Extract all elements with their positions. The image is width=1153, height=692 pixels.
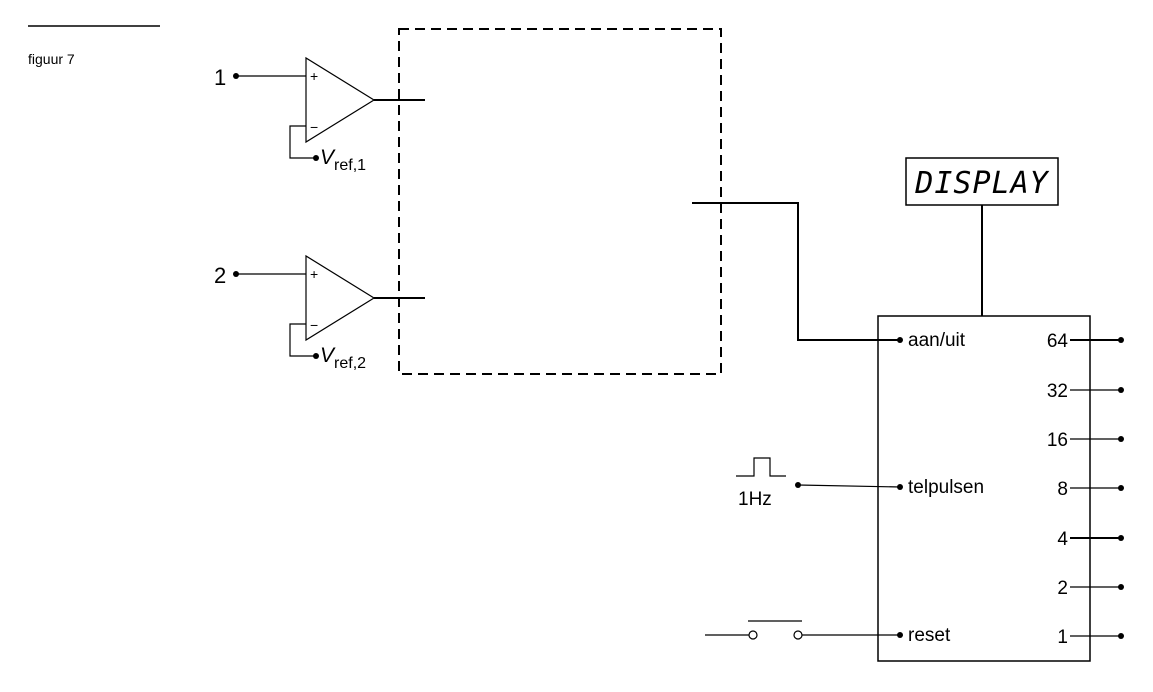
svg-text:2: 2 [1057, 578, 1068, 599]
svg-text:8: 8 [1057, 479, 1068, 500]
output-2: 2 [1057, 578, 1124, 599]
comparator-2-minus: − [310, 317, 318, 333]
telpulsen-label: telpulsen [908, 477, 984, 498]
counter: aan/uit telpulsen reset 64 32 16 8 4 [877, 315, 1124, 662]
svg-text:64: 64 [1047, 331, 1069, 352]
comparator-2-plus: + [310, 266, 318, 282]
reset-switch [705, 620, 900, 640]
aan-uit-label: aan/uit [908, 330, 966, 351]
vref1-label: Vref,1 [320, 146, 366, 174]
clock-label: 1Hz [738, 489, 772, 510]
output-8: 8 [1057, 479, 1124, 500]
vref1-terminal [313, 155, 319, 161]
comparator-2-triangle [305, 254, 376, 342]
comparator-1-triangle [305, 56, 376, 144]
reset-label: reset [908, 625, 951, 646]
switch-contact-right [793, 630, 803, 640]
input-2-label: 2 [214, 263, 226, 288]
comparator-1: 1 + − Vref,1 [214, 56, 425, 174]
svg-text:1: 1 [1057, 627, 1068, 648]
input-1-label: 1 [214, 65, 226, 90]
clock-source: 1Hz [736, 457, 901, 510]
output-32: 32 [1047, 381, 1124, 402]
output-1: 1 [1057, 627, 1124, 648]
pulse-icon [736, 457, 786, 477]
output-4: 4 [1057, 529, 1124, 550]
display: DISPLAY [905, 157, 1059, 316]
comparator-2: 2 + − Vref,2 [214, 254, 425, 372]
svg-text:32: 32 [1047, 381, 1068, 402]
vref2-label: Vref,2 [320, 344, 366, 372]
svg-text:16: 16 [1047, 430, 1068, 451]
logic-box [398, 28, 722, 375]
comparator-1-minus: − [310, 119, 318, 135]
output-16: 16 [1047, 430, 1124, 451]
logic-output-wire [692, 202, 900, 341]
vref2-terminal [313, 353, 319, 359]
svg-text:4: 4 [1057, 529, 1068, 550]
aan-uit-terminal [897, 337, 903, 343]
output-64: 64 [1047, 331, 1124, 352]
figure-label: figuur 7 [28, 51, 75, 67]
display-label: DISPLAY [914, 166, 1049, 201]
comparator-1-plus: + [310, 68, 318, 84]
switch-contact-left [748, 630, 758, 640]
